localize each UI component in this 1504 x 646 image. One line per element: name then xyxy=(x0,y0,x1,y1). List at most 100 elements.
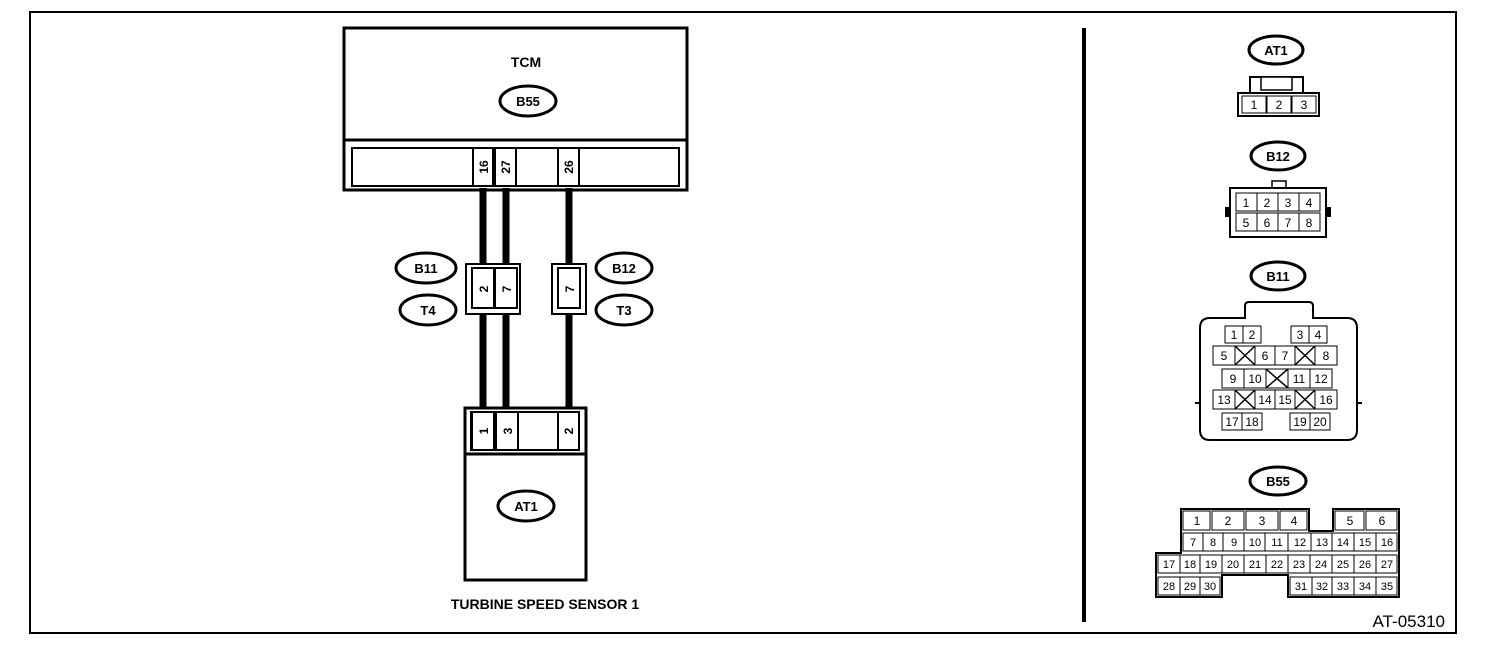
b11-connector-label: B11 xyxy=(1266,269,1289,284)
sensor-pin-1: 1 xyxy=(477,427,491,434)
b12-connector-view: B12 1 2 3 4 5 6 7 8 xyxy=(1225,140,1331,238)
svg-text:11: 11 xyxy=(1293,372,1306,386)
svg-text:14: 14 xyxy=(1258,393,1272,407)
svg-text:10: 10 xyxy=(1249,537,1261,549)
svg-text:15: 15 xyxy=(1278,393,1292,407)
b11-blank-cavities xyxy=(1234,345,1316,410)
svg-text:2: 2 xyxy=(1276,98,1283,112)
sensor-pin-2: 2 xyxy=(562,427,576,434)
b12-pin-7: 7 xyxy=(563,285,577,292)
svg-text:23: 23 xyxy=(1293,559,1305,571)
svg-text:18: 18 xyxy=(1245,415,1259,429)
svg-text:27: 27 xyxy=(1381,559,1393,571)
svg-text:2: 2 xyxy=(1249,328,1256,342)
svg-text:34: 34 xyxy=(1359,581,1371,593)
svg-text:25: 25 xyxy=(1337,559,1349,571)
svg-text:3: 3 xyxy=(1285,196,1292,210)
sensor-connector-badge: AT1 xyxy=(496,489,556,523)
svg-text:T3: T3 xyxy=(616,303,631,318)
b12-t3-inline-connector: 7 xyxy=(551,263,587,315)
svg-text:6: 6 xyxy=(1264,216,1271,230)
svg-text:2: 2 xyxy=(1225,514,1232,528)
svg-text:AT1: AT1 xyxy=(514,499,538,514)
svg-text:3: 3 xyxy=(1297,328,1304,342)
tcm-label: TCM xyxy=(511,54,541,70)
svg-text:17: 17 xyxy=(1225,415,1239,429)
svg-text:2: 2 xyxy=(1264,196,1271,210)
svg-text:10: 10 xyxy=(1248,372,1262,386)
svg-text:4: 4 xyxy=(1315,328,1322,342)
svg-text:28: 28 xyxy=(1163,581,1175,593)
svg-text:3: 3 xyxy=(1301,98,1308,112)
svg-text:5: 5 xyxy=(1243,216,1250,230)
svg-text:26: 26 xyxy=(1359,559,1371,571)
svg-text:B12: B12 xyxy=(612,261,636,276)
b11-t4-inline-connector: 2 7 xyxy=(465,263,521,315)
svg-text:31: 31 xyxy=(1295,581,1307,593)
svg-text:1: 1 xyxy=(1251,98,1258,112)
svg-text:32: 32 xyxy=(1316,581,1328,593)
b11-pin-2: 2 xyxy=(477,285,491,292)
svg-text:16: 16 xyxy=(1381,537,1393,549)
svg-text:5: 5 xyxy=(1221,349,1228,363)
svg-text:18: 18 xyxy=(1184,559,1196,571)
b12-badge: B12 xyxy=(594,251,654,285)
svg-text:20: 20 xyxy=(1313,415,1327,429)
b11-pin-7: 7 xyxy=(500,285,514,292)
svg-text:9: 9 xyxy=(1231,537,1237,549)
svg-text:19: 19 xyxy=(1293,415,1307,429)
svg-text:8: 8 xyxy=(1210,537,1216,549)
svg-text:12: 12 xyxy=(1294,537,1306,549)
tcm-pin-16: 16 xyxy=(477,160,491,174)
b11-connector-view: B11 1 2 3 4 5 6 xyxy=(1195,260,1362,441)
svg-text:12: 12 xyxy=(1314,372,1328,386)
svg-text:B11: B11 xyxy=(414,261,437,276)
svg-text:22: 22 xyxy=(1271,559,1283,571)
svg-text:3: 3 xyxy=(1259,514,1266,528)
b12-connector-label: B12 xyxy=(1266,149,1290,164)
svg-text:8: 8 xyxy=(1323,349,1330,363)
svg-text:24: 24 xyxy=(1315,559,1327,571)
svg-text:4: 4 xyxy=(1291,514,1298,528)
at1-connector-view: AT1 1 2 3 xyxy=(1237,34,1320,117)
svg-text:11: 11 xyxy=(1271,537,1282,549)
t3-badge: T3 xyxy=(594,293,654,327)
svg-text:15: 15 xyxy=(1359,537,1371,549)
svg-text:30: 30 xyxy=(1204,581,1216,593)
tcm-pins: 16 27 26 xyxy=(472,147,580,187)
sensor-pin-3: 3 xyxy=(501,427,515,434)
svg-text:5: 5 xyxy=(1347,514,1354,528)
svg-text:21: 21 xyxy=(1249,559,1261,571)
svg-text:1: 1 xyxy=(1194,514,1201,528)
svg-text:7: 7 xyxy=(1282,349,1289,363)
svg-text:6: 6 xyxy=(1262,349,1269,363)
svg-text:35: 35 xyxy=(1381,581,1393,593)
b55-connector-view: B55 1 2 3 4 5 6 7 8 xyxy=(1155,465,1400,598)
svg-text:20: 20 xyxy=(1227,559,1239,571)
tcm-pin-26: 26 xyxy=(562,160,576,174)
sensor-label: TURBINE SPEED SENSOR 1 xyxy=(451,596,639,612)
svg-text:13: 13 xyxy=(1217,393,1231,407)
diagram-frame xyxy=(29,11,1457,634)
at1-connector-label: AT1 xyxy=(1264,43,1288,58)
t4-badge: T4 xyxy=(398,293,458,327)
svg-text:8: 8 xyxy=(1306,216,1313,230)
svg-text:19: 19 xyxy=(1205,559,1217,571)
b55-connector-label: B55 xyxy=(1266,474,1290,489)
tcm-pin-27: 27 xyxy=(499,160,513,174)
svg-text:1: 1 xyxy=(1231,328,1238,342)
svg-text:14: 14 xyxy=(1337,537,1349,549)
svg-text:6: 6 xyxy=(1379,514,1386,528)
svg-text:7: 7 xyxy=(1285,216,1292,230)
svg-text:7: 7 xyxy=(1190,537,1196,549)
svg-text:16: 16 xyxy=(1319,393,1333,407)
svg-text:29: 29 xyxy=(1184,581,1196,593)
svg-text:4: 4 xyxy=(1306,196,1313,210)
svg-text:1: 1 xyxy=(1243,196,1250,210)
figure-reference: AT-05310 xyxy=(1373,612,1445,631)
svg-text:T4: T4 xyxy=(420,303,436,318)
b11-badge: B11 xyxy=(394,251,458,285)
svg-text:33: 33 xyxy=(1337,581,1349,593)
svg-text:17: 17 xyxy=(1163,559,1175,571)
